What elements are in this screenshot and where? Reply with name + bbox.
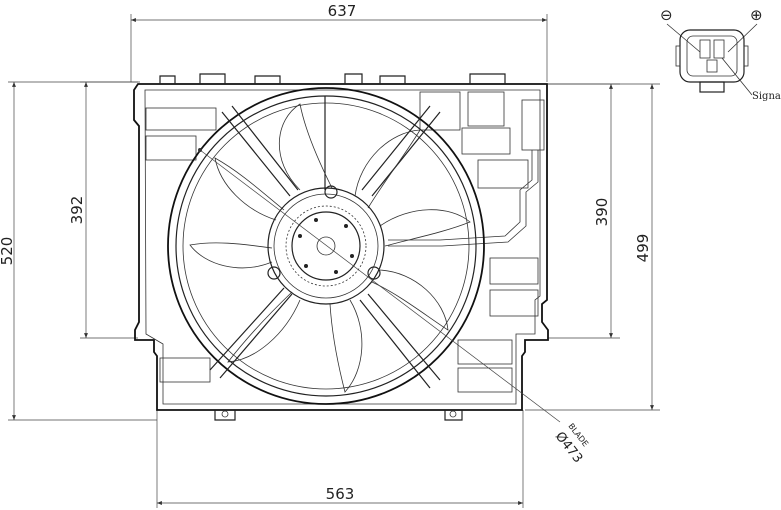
fan-blade	[189, 242, 273, 269]
dimension-right-outer-height: 499	[525, 83, 660, 411]
negative-terminal-symbol: ⊖	[660, 6, 673, 24]
fan-blade	[214, 157, 285, 221]
fan-blade	[329, 299, 363, 393]
right-outer-height-label: 499	[634, 234, 652, 263]
fan-blades	[189, 103, 471, 393]
signal-label: Signal	[752, 91, 781, 102]
connector-detail: ⊖ ⊕ Signal	[660, 6, 781, 102]
dimension-right-inner-height: 390	[548, 83, 620, 339]
fan-shroud	[133, 73, 549, 421]
dimension-overall-width: 637	[130, 2, 548, 82]
dimension-left-height: 392	[68, 81, 138, 339]
motor-hub	[267, 185, 385, 305]
bottom-width-label: 563	[326, 485, 355, 503]
overall-height-label: 520	[0, 237, 16, 266]
positive-terminal-symbol: ⊕	[750, 6, 763, 24]
connector-housing	[679, 29, 745, 83]
right-inner-height-label: 390	[593, 198, 611, 227]
dimension-bottom-width: 563	[156, 410, 524, 508]
fan-blade	[371, 269, 449, 331]
shroud-outline	[133, 83, 549, 411]
wire-harness	[388, 150, 539, 247]
left-height-label: 392	[68, 196, 86, 225]
fan-blade	[379, 209, 471, 247]
fan-blade	[278, 103, 333, 191]
fan-ring	[167, 87, 485, 405]
fan-blade	[227, 291, 301, 363]
dimension-overall-height: 520	[0, 81, 157, 421]
fan-blade	[354, 129, 421, 209]
blade-diameter-callout: BLADE Ø473	[198, 148, 590, 466]
overall-width-label: 637	[328, 2, 357, 20]
clip-pockets	[145, 91, 545, 393]
motor-struts	[209, 96, 441, 389]
